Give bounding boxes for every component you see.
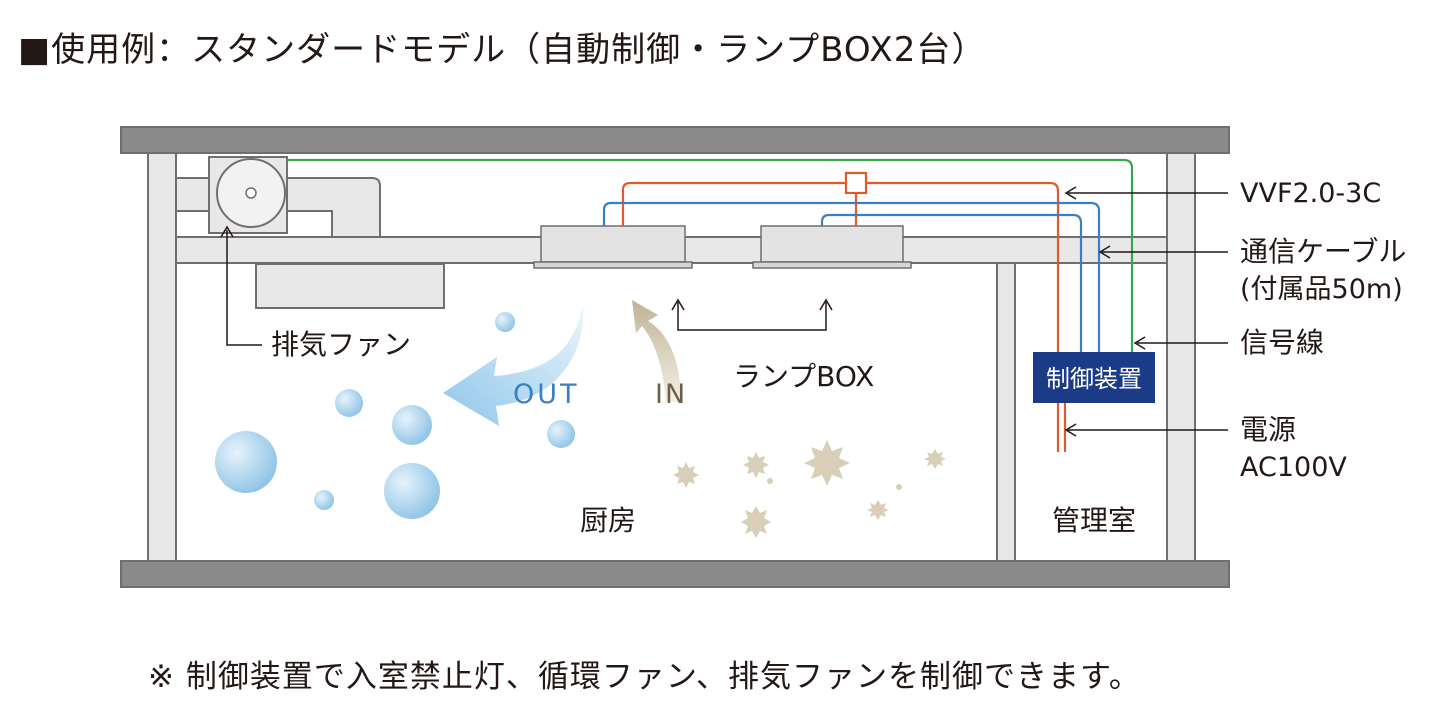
partition-wall <box>996 262 1016 562</box>
particle <box>867 500 889 520</box>
particle <box>924 449 946 469</box>
particle <box>743 452 769 478</box>
particle <box>896 484 902 490</box>
leader-lines <box>226 192 1228 431</box>
bubble <box>392 405 432 445</box>
comm-cable-label: 通信ケーブル <box>1240 235 1406 268</box>
particle <box>741 506 771 538</box>
particle <box>767 478 773 484</box>
bubble <box>384 463 440 519</box>
junction-box <box>844 171 868 195</box>
bubble <box>547 420 575 448</box>
in-label: IN <box>655 379 687 410</box>
clean-air-bubbles <box>215 312 575 519</box>
dirt-particles <box>673 440 946 538</box>
bubble <box>495 312 515 332</box>
range-hood <box>255 263 445 309</box>
footnote: ※ 制御装置で入室禁止灯、循環ファン、排気ファンを制御できます。 <box>148 659 1141 695</box>
lamp-box-2 <box>752 225 912 269</box>
communication-cable <box>602 201 1101 352</box>
roof-slab <box>120 126 1230 154</box>
page-heading: ■使用例：スタンダードモデル（自動制御・ランプBOX2台） <box>18 30 987 70</box>
power-voltage-label: AC100V <box>1240 452 1347 483</box>
signal-cable <box>287 158 1134 352</box>
signal-line-label: 信号線 <box>1240 326 1324 359</box>
particle <box>673 462 699 488</box>
in-airflow-arrow <box>632 300 681 402</box>
bubble <box>335 389 363 417</box>
controller-box <box>1033 352 1155 403</box>
bubble <box>314 490 334 510</box>
leader-arrowheads <box>220 186 1146 437</box>
particle <box>804 440 850 486</box>
lamp-box-label: ランプBOX <box>733 360 874 393</box>
out-airflow-arrow <box>443 305 584 426</box>
power-label: 電源 <box>1240 413 1296 446</box>
exhaust-fan <box>208 156 288 234</box>
exhaust-fan-label: 排気ファン <box>271 328 411 361</box>
right-wall <box>1166 152 1196 562</box>
bubble <box>215 431 277 493</box>
vvf-cable-label: VVF2.0-3C <box>1240 178 1381 209</box>
kitchen-label: 厨房 <box>580 504 636 537</box>
left-wall <box>147 152 177 562</box>
floor-slab <box>120 560 1230 588</box>
power-cable-vvf <box>621 181 1067 452</box>
control-room-label: 管理室 <box>1052 504 1136 537</box>
out-label: OUT <box>513 379 580 410</box>
controller-label: 制御装置 <box>1046 365 1142 393</box>
lamp-box-1 <box>533 225 693 269</box>
comm-cable-note: (付属品50m) <box>1240 274 1403 305</box>
